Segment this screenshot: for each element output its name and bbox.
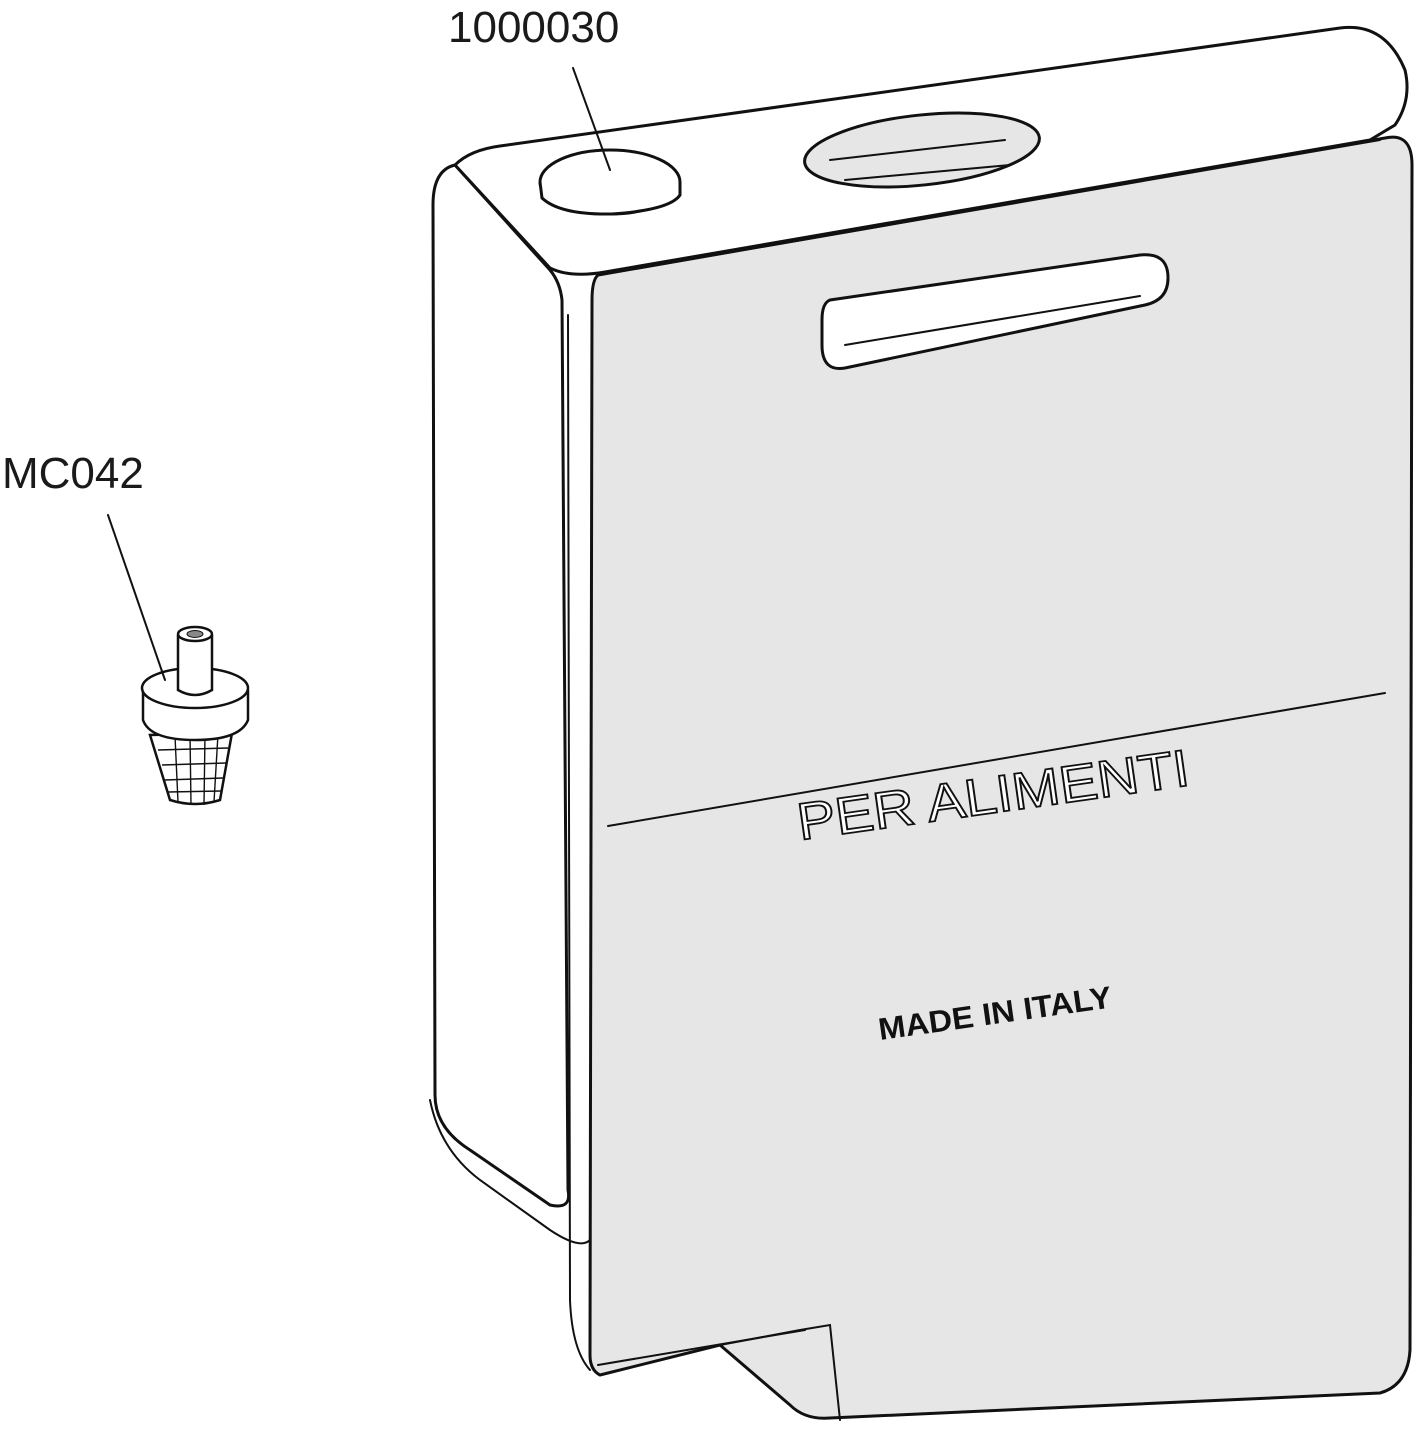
tank-top-opening [803, 111, 1041, 189]
callout-tank: 1000030 [448, 3, 619, 171]
tank-handle [820, 253, 1170, 371]
filter-part-number-label: MC042 [2, 449, 144, 498]
tank-side-face [431, 163, 571, 1208]
callout-filter: MC042 [2, 449, 166, 681]
tank-front-edge [567, 314, 591, 1371]
tank-foot-line [597, 1329, 806, 1366]
filter-part [140, 625, 250, 806]
tank-front-face [588, 135, 1414, 1420]
tank-cap [538, 148, 682, 216]
label-band-line [607, 692, 1386, 827]
filter-nozzle [176, 635, 214, 697]
filter-leader-line [107, 514, 166, 681]
tank-leader-line [572, 67, 611, 171]
tank-side-edge [429, 1099, 591, 1245]
tank-part-number-label: 1000030 [448, 3, 619, 52]
tank-shoulder-line [599, 139, 1381, 276]
water-tank: PER ALIMENTI MADE IN ITALY [429, 25, 1414, 1421]
